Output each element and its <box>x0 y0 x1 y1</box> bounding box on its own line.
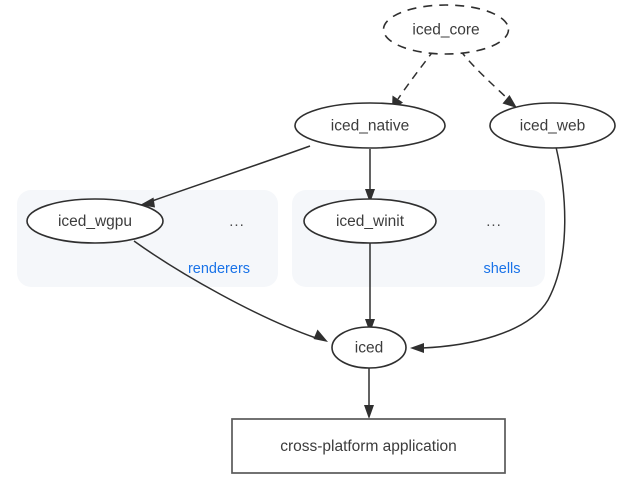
edge-iced-native-to-iced-wgpu <box>151 145 311 202</box>
node-iced-web[interactable]: iced_web <box>489 102 616 149</box>
arrowhead-iced-web-to-iced <box>410 343 424 353</box>
edge-iced-core-to-iced-web <box>459 49 509 100</box>
node-iced-web-shape[interactable] <box>489 102 616 149</box>
node-iced-native[interactable]: iced_native <box>294 102 446 149</box>
node-application[interactable]: cross-platform application <box>231 418 506 474</box>
edge-iced-wgpu-to-iced <box>133 240 317 339</box>
cluster-renderers-label: renderers <box>188 261 250 277</box>
arrowhead-iced-winit-to-iced <box>365 319 375 333</box>
node-iced[interactable]: iced <box>331 326 407 369</box>
node-iced-wgpu[interactable]: iced_wgpu <box>26 198 164 244</box>
edge-iced-web-to-iced <box>421 146 566 349</box>
edge-iced-core-to-iced-native <box>397 49 435 100</box>
arrowhead-iced-to-application <box>364 405 374 419</box>
node-iced-winit[interactable]: iced_winit <box>303 198 437 244</box>
node-iced-native-shape[interactable] <box>294 102 446 149</box>
node-iced-core-shape[interactable] <box>382 4 510 55</box>
node-iced-winit-label: iced_winit <box>336 213 405 230</box>
cluster-shells-label: shells <box>483 261 520 277</box>
node-iced-core-label: iced_core <box>412 22 479 39</box>
cluster-shells-more: ... <box>486 213 502 230</box>
node-iced-web-label: iced_web <box>520 118 586 135</box>
node-iced-native-label: iced_native <box>331 118 409 135</box>
node-iced-winit-shape[interactable] <box>303 198 437 244</box>
cluster-renderers-more: ... <box>229 213 245 230</box>
node-iced-wgpu-shape[interactable] <box>26 198 164 244</box>
arrowhead-iced-core-to-iced-web <box>502 95 517 108</box>
node-application-label: cross-platform application <box>280 438 457 455</box>
arrowhead-iced-native-to-iced-winit <box>365 189 375 203</box>
arrowhead-iced-wgpu-to-iced <box>313 329 328 342</box>
node-iced-label: iced <box>355 340 383 357</box>
node-iced-core[interactable]: iced_core <box>382 4 510 55</box>
node-iced-wgpu-label: iced_wgpu <box>58 213 132 230</box>
node-iced-shape[interactable] <box>331 326 407 369</box>
node-application-shape[interactable] <box>231 418 506 474</box>
